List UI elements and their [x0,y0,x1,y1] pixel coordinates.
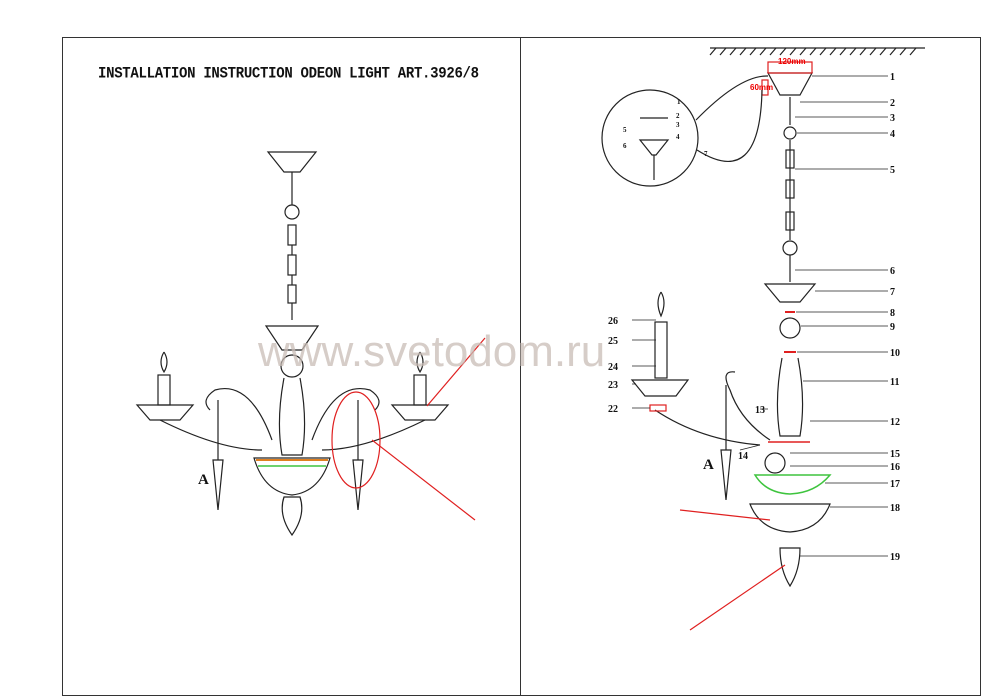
part-number: 12 [890,417,900,428]
part-number: 15 [890,449,900,460]
detail-label: 1 [677,98,681,106]
detail-labels: 1 2 3 4 5 6 7 [623,98,708,158]
part-number: 7 [890,287,895,298]
part-number: 22 [608,404,618,415]
part-number: 1 [890,72,895,83]
view-label-left: A [198,472,209,488]
page-title: INSTALLATION INSTRUCTION ODEON LIGHT ART… [98,64,479,84]
part-number: 10 [890,348,900,359]
part-number: 25 [608,336,618,347]
part-number: 13 [755,405,765,416]
part-number: 24 [608,362,618,373]
part-numbers-right: 1 2 3 4 5 6 7 8 9 10 11 12 15 16 17 18 1… [890,72,900,563]
part-number: 18 [890,503,900,514]
view-label-right: A [703,457,714,473]
chandelier-exploded [601,47,925,631]
detail-label: 2 [676,112,680,120]
part-number: 23 [608,380,618,391]
detail-label: 7 [704,150,708,158]
part-number: 19 [890,552,900,563]
detail-label: 3 [676,121,680,129]
dimension-height: 60mm [750,83,773,92]
part-number: 2 [890,98,895,109]
right-panel [520,37,981,696]
detail-label: 5 [623,126,627,134]
part-number: 4 [890,129,895,140]
detail-label: 6 [623,142,627,150]
part-number: 8 [890,308,895,319]
chandelier-overview [135,151,486,537]
part-number: 11 [890,377,899,388]
part-number: 17 [890,479,900,490]
dimension-width: 120mm [778,57,806,66]
part-number: 16 [890,462,900,473]
part-numbers-left: 26 25 24 23 22 13 14 [608,316,765,462]
part-number: 5 [890,165,895,176]
part-number: 14 [738,451,748,462]
watermark: www.svetodom.ru [257,327,605,376]
detail-label: 4 [676,133,680,141]
part-number: 3 [890,113,895,124]
part-number: 9 [890,322,895,333]
part-number: 26 [608,316,618,327]
part-number: 6 [890,266,895,277]
